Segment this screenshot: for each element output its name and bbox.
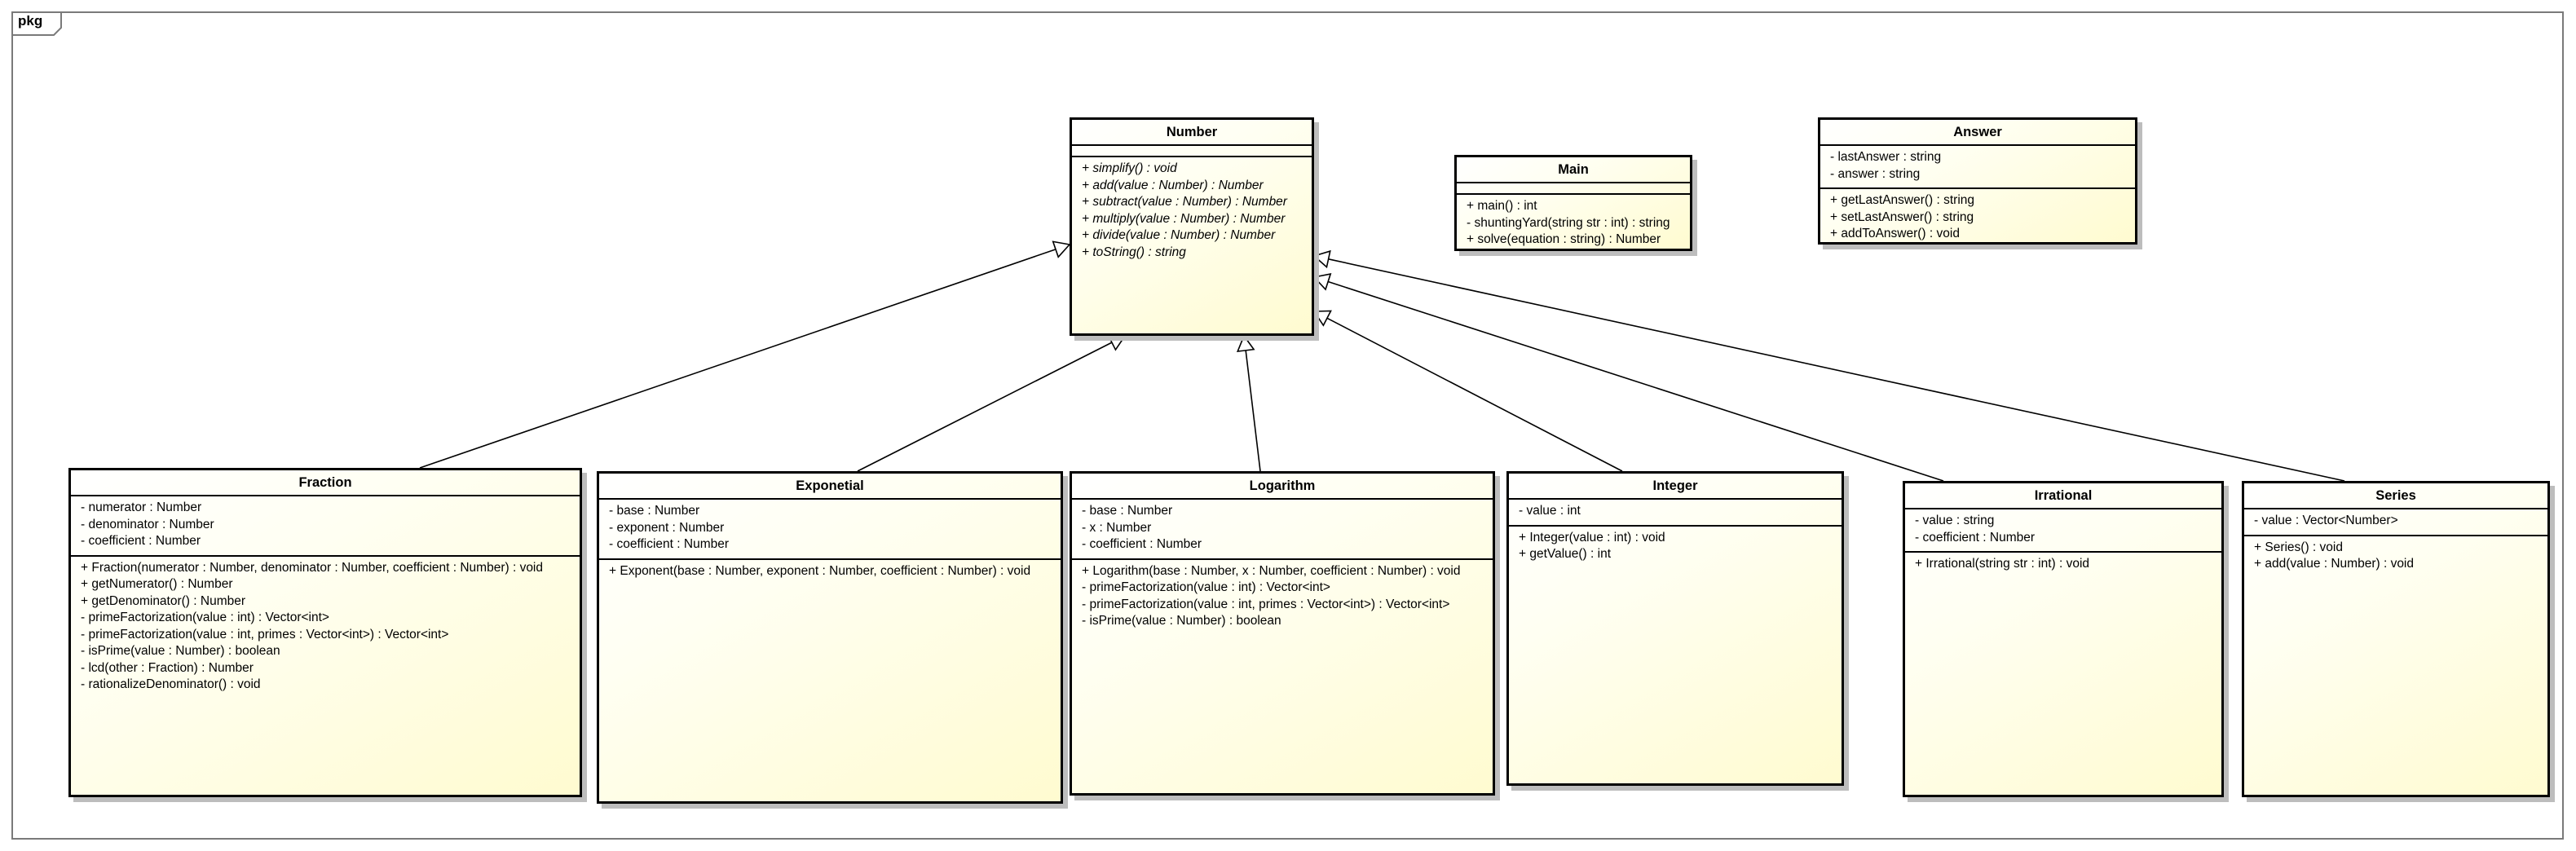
attributes-section: - base : Number - x : Number - coefficie… xyxy=(1072,500,1493,560)
generalization-arrowhead-icon xyxy=(1312,249,1331,269)
operation: + Fraction(numerator : Number, denominat… xyxy=(81,560,543,575)
operations-section: + Fraction(numerator : Number, denominat… xyxy=(71,557,580,699)
class-logarithm[interactable]: Logarithm - base : Number - x : Number -… xyxy=(1070,471,1495,796)
class-name: Logarithm xyxy=(1072,474,1493,500)
attribute: - x : Number xyxy=(1082,520,1152,535)
operation: + Logarithm(base : Number, x : Number, c… xyxy=(1082,563,1461,578)
operation: + getLastAnswer() : string xyxy=(1830,193,1975,207)
operation: - primeFactorization(value : int) : Vect… xyxy=(1082,580,1330,594)
generalization-arrowhead-icon xyxy=(1236,334,1255,353)
attribute: - coefficient : Number xyxy=(1915,530,2036,545)
operations-section: + getLastAnswer() : string + setLastAnsw… xyxy=(1820,189,2135,248)
generalization-line-fraction xyxy=(419,249,1056,469)
attribute: - value : string xyxy=(1915,514,1995,527)
class-series[interactable]: Series - value : Vector<Number> + Series… xyxy=(2242,481,2550,797)
attributes-section: - lastAnswer : string - answer : string xyxy=(1820,146,2135,189)
generalization-line-logarithm xyxy=(1245,350,1261,472)
operations-section: + simplify() : void + add(value : Number… xyxy=(1072,157,1312,266)
class-name: Integer xyxy=(1509,474,1842,500)
attribute: - value : int xyxy=(1519,504,1581,518)
class-name: Number xyxy=(1072,120,1312,146)
operation: - primeFactorization(value : int, primes… xyxy=(81,627,449,642)
operation: + addToAnswer() : void xyxy=(1830,227,1960,240)
generalization-line-exponetial xyxy=(857,342,1113,472)
attributes-section xyxy=(1457,183,1690,195)
class-answer[interactable]: Answer - lastAnswer : string - answer : … xyxy=(1818,117,2137,245)
class-number[interactable]: Number + simplify() : void + add(value :… xyxy=(1070,117,1314,336)
attributes-section xyxy=(1072,146,1312,157)
class-integer[interactable]: Integer - value : int + Integer(value : … xyxy=(1506,471,1844,786)
operation: - isPrime(value : Number) : boolean xyxy=(81,644,280,658)
generalization-line-irrational xyxy=(1327,280,1944,482)
package-label: pkg xyxy=(18,13,43,29)
package-tab xyxy=(11,11,62,36)
operation: + simplify() : void xyxy=(1082,161,1177,175)
operations-section: + main() : int - shuntingYard(string str… xyxy=(1457,195,1690,254)
generalization-line-integer xyxy=(1326,317,1623,472)
class-fraction[interactable]: Fraction - numerator : Number - denomina… xyxy=(68,468,582,797)
operations-section: + Integer(value : int) : void + getValue… xyxy=(1509,527,1842,568)
class-name: Series xyxy=(2244,483,2547,509)
operation: + toString() : string xyxy=(1082,245,1186,259)
operation: + solve(equation : string) : Number xyxy=(1467,232,1661,246)
attribute: - exponent : Number xyxy=(609,520,725,535)
operation: - isPrime(value : Number) : boolean xyxy=(1082,614,1281,628)
operations-section: + Series() : void + add(value : Number) … xyxy=(2244,536,2547,578)
operation: + Exponent(base : Number, exponent : Num… xyxy=(609,563,1031,578)
attributes-section: - value : int xyxy=(1509,500,1842,527)
operation: - rationalizeDenominator() : void xyxy=(81,677,261,691)
attribute: - coefficient : Number xyxy=(1082,537,1202,551)
class-name: Main xyxy=(1457,157,1690,183)
class-name: Fraction xyxy=(71,470,580,496)
attributes-section: - value : string - coefficient : Number xyxy=(1905,509,2221,553)
generalization-arrowhead-icon xyxy=(1312,272,1332,291)
operation: + subtract(value : Number) : Number xyxy=(1082,195,1287,209)
operation: + setLastAnswer() : string xyxy=(1830,209,1974,224)
class-main[interactable]: Main + main() : int - shuntingYard(strin… xyxy=(1454,155,1692,251)
attribute: - answer : string xyxy=(1830,166,1921,181)
package-frame xyxy=(11,11,2564,840)
attribute: - coefficient : Number xyxy=(609,537,730,551)
operation: + multiply(value : Number) : Number xyxy=(1082,211,1286,226)
generalization-arrowhead-icon xyxy=(1052,240,1071,258)
operation: - lcd(other : Fraction) : Number xyxy=(81,660,254,675)
operation: - primeFactorization(value : int) : Vect… xyxy=(81,611,329,624)
operation: + add(value : Number) : void xyxy=(2254,557,2414,571)
operation: + getNumerator() : Number xyxy=(81,577,233,591)
attributes-section: - value : Vector<Number> xyxy=(2244,509,2547,536)
attribute: - value : Vector<Number> xyxy=(2254,514,2398,527)
operation: + main() : int xyxy=(1467,199,1537,213)
class-name: Answer xyxy=(1820,120,2135,146)
attribute: - base : Number xyxy=(1082,504,1173,518)
operation: + divide(value : Number) : Number xyxy=(1082,228,1276,242)
attributes-section: - numerator : Number - denominator : Num… xyxy=(71,496,580,557)
generalization-line-series xyxy=(1328,258,2345,482)
attribute: - coefficient : Number xyxy=(81,534,201,548)
operations-section: + Logarithm(base : Number, x : Number, c… xyxy=(1072,560,1493,635)
attribute: - lastAnswer : string xyxy=(1830,150,1942,164)
attribute: - base : Number xyxy=(609,504,700,518)
class-name: Exponetial xyxy=(599,474,1061,500)
attribute: - numerator : Number xyxy=(81,500,202,514)
operation: + Irrational(string str : int) : void xyxy=(1915,557,2090,571)
class-name: Irrational xyxy=(1905,483,2221,509)
operation: + getValue() : int xyxy=(1519,547,1612,561)
class-irrational[interactable]: Irrational - value : string - coefficien… xyxy=(1903,481,2224,797)
operation: + getDenominator() : Number xyxy=(81,593,246,608)
operations-section: + Irrational(string str : int) : void xyxy=(1905,553,2221,578)
operation: + add(value : Number) : Number xyxy=(1082,178,1264,192)
operation: - shuntingYard(string str : int) : strin… xyxy=(1467,215,1670,230)
attributes-section: - base : Number - exponent : Number - co… xyxy=(599,500,1061,560)
operations-section: + Exponent(base : Number, exponent : Num… xyxy=(599,560,1061,585)
operation: - primeFactorization(value : int, primes… xyxy=(1082,597,1450,611)
operation: + Integer(value : int) : void xyxy=(1519,530,1665,545)
attribute: - denominator : Number xyxy=(81,517,214,531)
operation: + Series() : void xyxy=(2254,540,2343,554)
class-exponetial[interactable]: Exponetial - base : Number - exponent : … xyxy=(597,471,1063,804)
generalization-arrowhead-icon xyxy=(1312,310,1332,327)
